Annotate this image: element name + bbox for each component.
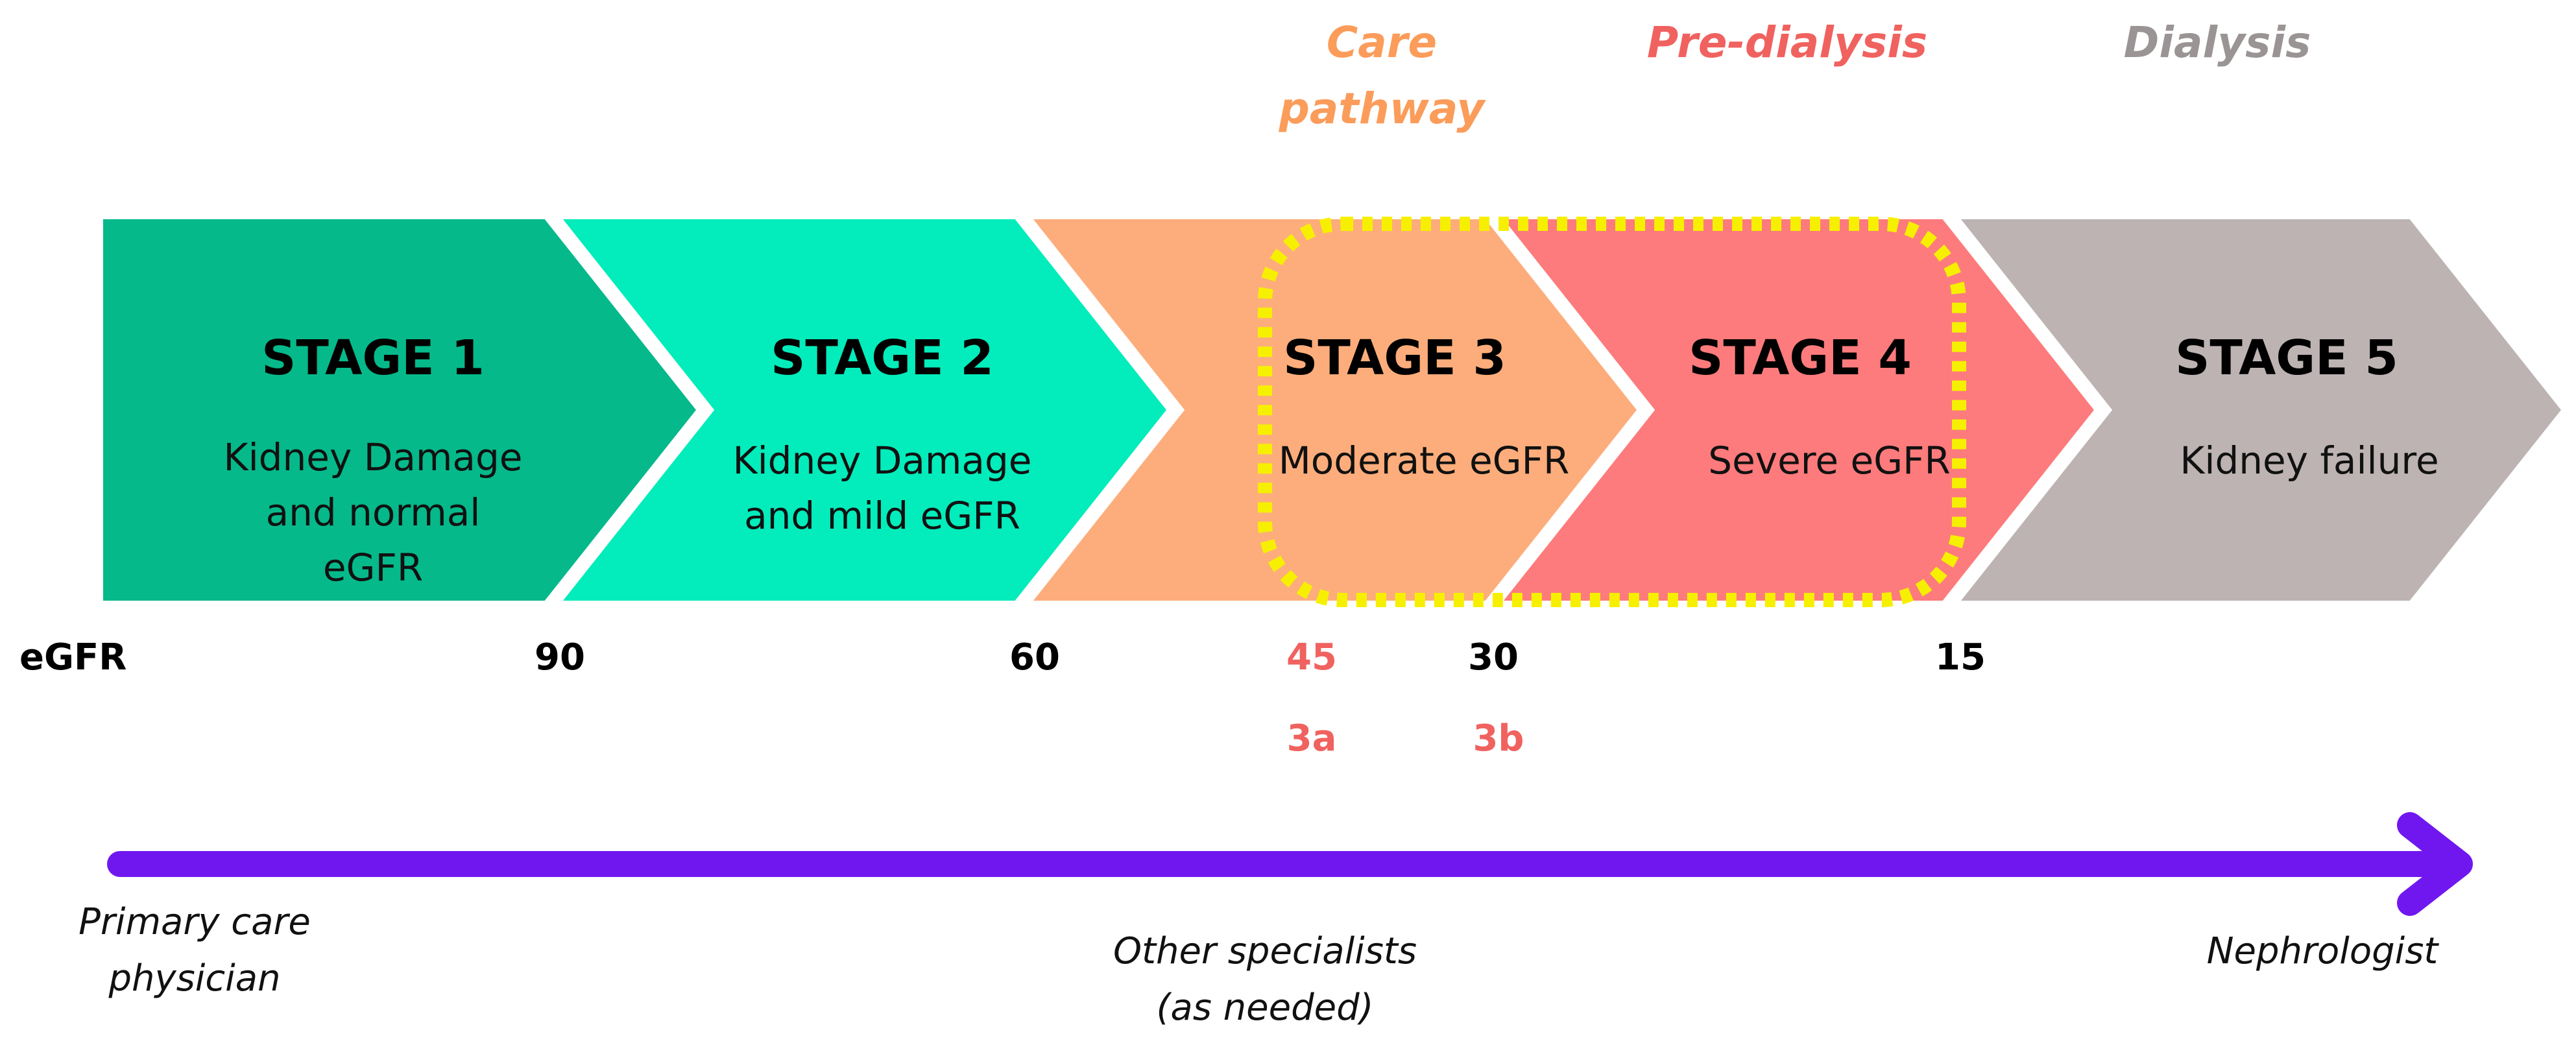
egfr-tick-45: 45 [1286,636,1337,679]
egfr-tick-90: 90 [535,636,585,679]
egfr-tick-60: 60 [1009,636,1060,679]
stage-1-desc-line1: Kidney Damage [224,435,523,479]
substage-3b: 3b [1473,717,1524,760]
stage-4-title: STAGE 4 [1689,330,1912,386]
stage-3-desc: Moderate eGFR [1279,438,1570,483]
stage-2-desc-line2: and mild eGFR [744,494,1020,538]
provider-primary-line1: Primary care [78,901,311,943]
phase-care-line2: pathway [1279,84,1487,134]
stage-2-title: STAGE 2 [771,330,994,386]
provider-specialists-line2: (as needed) [1157,987,1374,1029]
egfr-tick-30: 30 [1468,636,1519,679]
stage-5-title: STAGE 5 [2175,330,2398,386]
stage-5-desc: Kidney failure [2180,438,2438,483]
provider-primary-line2: physician [108,957,280,1000]
provider-nephrologist: Nephrologist [2207,930,2440,972]
provider-specialists-line1: Other specialists [1113,930,1417,972]
egfr-tick-15: 15 [1935,636,1986,679]
stage-3-title: STAGE 3 [1283,330,1506,386]
highlight-stage3-4 [1258,217,1966,607]
stage-1-chevron [89,205,715,615]
stage-1-desc-line2: and normal [266,490,481,535]
phase-dialysis: Dialysis [2124,18,2311,67]
substage-3a: 3a [1287,717,1337,760]
stage-1-title: STAGE 1 [261,330,485,386]
phase-predialysis: Pre-dialysis [1647,18,1927,67]
phase-care-line1: Care [1327,18,1437,67]
stage-2-desc-line1: Kidney Damage [733,438,1032,483]
stage-1-desc-line3: eGFR [323,546,423,590]
care-progression-arrowhead [2397,812,2473,916]
egfr-label: eGFR [19,636,126,679]
stage-4-desc: Severe eGFR [1708,438,1951,483]
